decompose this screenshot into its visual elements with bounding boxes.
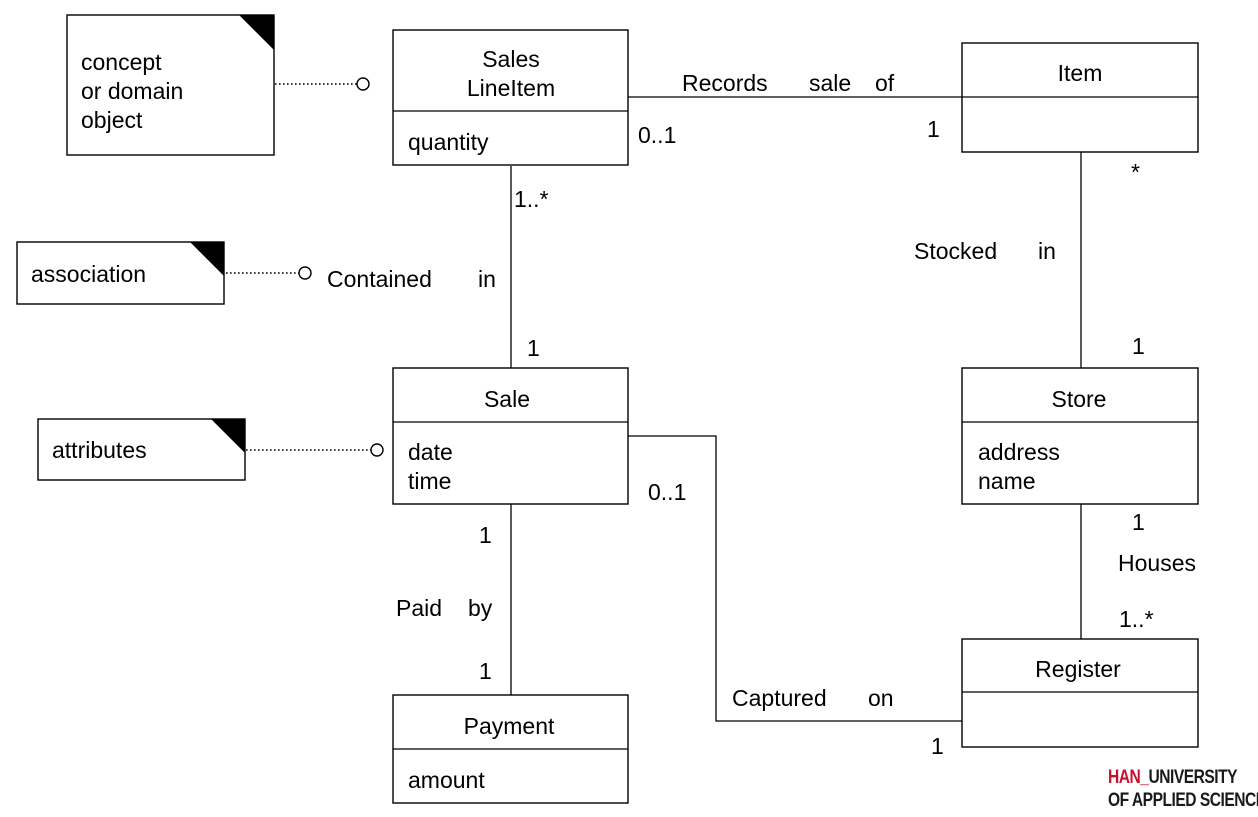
class-payment: Payment amount	[392, 694, 629, 804]
note-concept-line: concept	[81, 49, 162, 75]
class-name: Payment	[464, 713, 555, 739]
han-university-logo: HAN_UNIVERSITY OF APPLIED SCIENCES	[1108, 766, 1258, 812]
captured-on-line	[628, 435, 962, 722]
association-label-word: by	[468, 595, 493, 621]
association-label-word: Captured	[732, 685, 827, 711]
note-fold-icon	[190, 242, 224, 276]
multiplicity-label: 1..*	[1119, 606, 1154, 632]
class-name: Sales	[482, 46, 540, 72]
class-name: Store	[1052, 386, 1107, 412]
class-attribute: address	[978, 439, 1060, 465]
logo-brand: HAN	[1108, 767, 1141, 788]
association-label-word: in	[1038, 238, 1056, 264]
association-label-word: sale	[809, 70, 851, 96]
note-association: association	[16, 241, 225, 305]
multiplicity-label: 1	[931, 733, 944, 759]
multiplicity-label: 0..1	[648, 479, 686, 505]
association-label-word: of	[875, 70, 895, 96]
logo-line1: UNIVERSITY	[1148, 767, 1238, 788]
multiplicity-label: 1	[479, 522, 492, 548]
class-name: Item	[1058, 60, 1103, 86]
association-label-word: Stocked	[914, 238, 997, 264]
note-fold-icon	[211, 419, 245, 453]
class-attribute: quantity	[408, 129, 489, 155]
class-store: Store address name	[961, 367, 1199, 505]
note-attributes: attributes	[37, 418, 246, 481]
class-name: Register	[1035, 656, 1121, 682]
multiplicity-label: 1	[1132, 509, 1145, 535]
multiplicity-label: 1	[527, 335, 540, 361]
logo-line2: OF APPLIED SCIENCES	[1108, 790, 1258, 811]
logo-separator: _	[1140, 767, 1149, 788]
class-attribute: date	[408, 439, 453, 465]
multiplicity-label: 0..1	[638, 122, 676, 148]
note-concept-line: or domain	[81, 78, 183, 104]
note-association-text: association	[31, 261, 146, 287]
multiplicity-label: *	[1131, 159, 1140, 185]
note-attributes-text: attributes	[52, 437, 147, 463]
class-attribute: amount	[408, 767, 485, 793]
class-attribute: time	[408, 468, 451, 494]
class-name: Sale	[484, 386, 530, 412]
class-item: Item	[961, 42, 1199, 153]
class-register: Register	[961, 638, 1199, 748]
association-label-word: Houses	[1118, 550, 1196, 576]
multiplicity-label: 1..*	[514, 186, 549, 212]
note-fold-icon	[239, 15, 274, 50]
multiplicity-label: 1	[479, 658, 492, 684]
class-sales-line-item: Sales LineItem quantity	[392, 29, 629, 166]
association-label-word: on	[868, 685, 894, 711]
class-name: LineItem	[467, 75, 555, 101]
multiplicity-label: 1	[1132, 333, 1145, 359]
note-concept: concept or domain object	[66, 14, 275, 156]
association-label-word: Paid	[396, 595, 442, 621]
attributes-note-pointer-end	[370, 443, 384, 457]
note-concept-line: object	[81, 107, 143, 133]
class-sale: Sale date time	[392, 367, 629, 505]
association-note-pointer-end	[298, 266, 312, 280]
association-label-word: Contained	[327, 266, 432, 292]
association-label-word: Records	[682, 70, 768, 96]
association-label-word: in	[478, 266, 496, 292]
concept-note-pointer-end	[356, 77, 370, 91]
class-attribute: name	[978, 468, 1036, 494]
multiplicity-label: 1	[927, 116, 940, 142]
